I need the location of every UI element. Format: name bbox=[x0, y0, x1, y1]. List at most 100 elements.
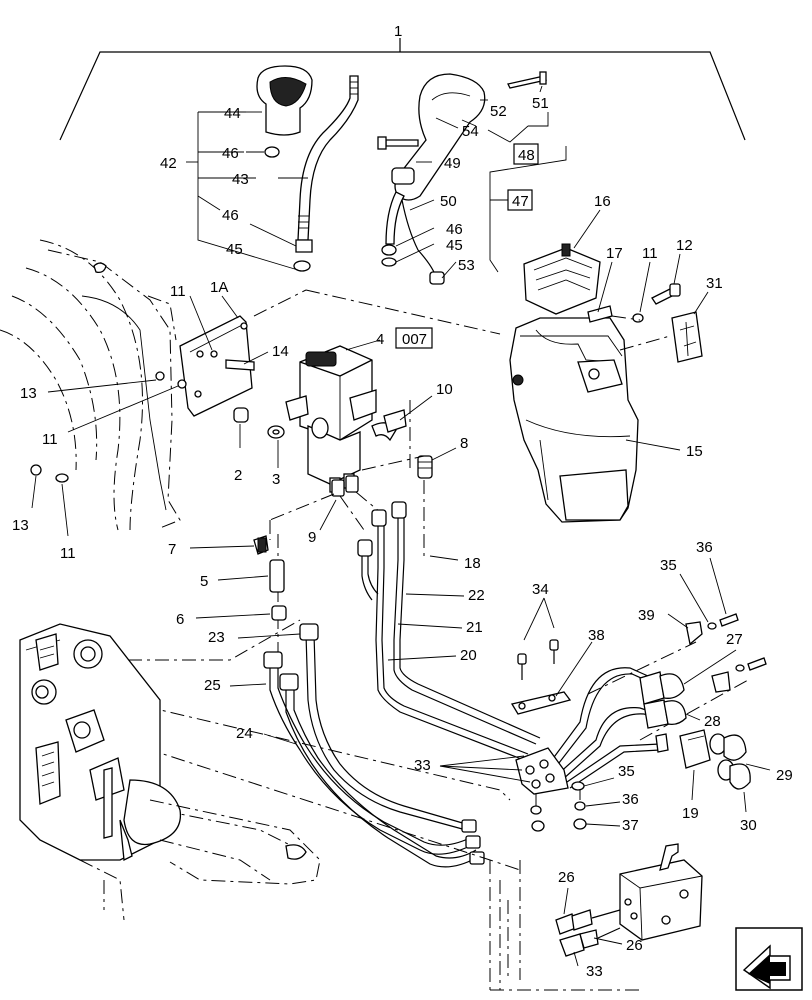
callout-27[interactable]: 27 bbox=[726, 631, 743, 648]
hydraulic-lines bbox=[263, 501, 661, 868]
callout-6[interactable]: 6 bbox=[176, 611, 184, 628]
callout-4[interactable]: 4 bbox=[376, 331, 384, 348]
callout-38[interactable]: 38 bbox=[588, 627, 605, 644]
callout-34[interactable]: 34 bbox=[532, 581, 549, 598]
control-valve-4 bbox=[285, 345, 377, 493]
callout-30[interactable]: 30 bbox=[740, 817, 757, 834]
adapter-9 bbox=[331, 475, 359, 497]
bolt-51 bbox=[507, 71, 547, 89]
cap-30 bbox=[717, 759, 751, 790]
boot-16 bbox=[523, 243, 601, 315]
callout-13b[interactable]: 13 bbox=[12, 517, 29, 534]
callout-45b[interactable]: 45 bbox=[446, 237, 463, 254]
leader-lines-hoses bbox=[229, 555, 531, 783]
dash-clamp bbox=[587, 641, 697, 695]
callout-5[interactable]: 5 bbox=[200, 573, 208, 590]
spacer-2 bbox=[233, 407, 249, 423]
callout-18[interactable]: 18 bbox=[464, 555, 481, 572]
callout-19[interactable]: 19 bbox=[682, 805, 699, 822]
callout-36a[interactable]: 36 bbox=[696, 539, 713, 556]
callout-1[interactable]: 1 bbox=[394, 23, 402, 40]
callout-53[interactable]: 53 bbox=[458, 257, 475, 274]
fitting-5 bbox=[269, 559, 285, 593]
callout-43[interactable]: 43 bbox=[232, 171, 249, 188]
ref-box-007[interactable] bbox=[395, 327, 433, 349]
shift-knob-44 bbox=[256, 65, 313, 158]
callout-9[interactable]: 9 bbox=[308, 529, 316, 546]
callout-1A[interactable]: 1A bbox=[210, 279, 228, 296]
next-arrow-icon[interactable] bbox=[735, 927, 803, 991]
bulkhead-bracket-33 bbox=[515, 747, 569, 795]
callout-35a[interactable]: 35 bbox=[660, 557, 677, 574]
callout-15[interactable]: 15 bbox=[686, 443, 703, 460]
callout-28[interactable]: 28 bbox=[704, 713, 721, 730]
callout-3[interactable]: 3 bbox=[272, 471, 280, 488]
leader-13b bbox=[31, 475, 37, 509]
callout-44[interactable]: 44 bbox=[224, 105, 241, 122]
callout-33b[interactable]: 33 bbox=[586, 963, 603, 980]
callout-11b[interactable]: 11 bbox=[42, 431, 58, 448]
callout-29[interactable]: 29 bbox=[776, 767, 793, 784]
callout-51[interactable]: 51 bbox=[532, 95, 549, 112]
fittings-26-33 bbox=[555, 909, 621, 957]
valve-block bbox=[619, 843, 703, 941]
callout-10[interactable]: 10 bbox=[436, 381, 453, 398]
leader-35a bbox=[679, 573, 709, 623]
callout-25[interactable]: 25 bbox=[204, 677, 221, 694]
callout-36b[interactable]: 36 bbox=[622, 791, 639, 808]
leader-7 bbox=[189, 545, 255, 549]
ref-47[interactable]: 47 bbox=[512, 193, 529, 210]
leader-lines-42 bbox=[186, 111, 308, 271]
leader-5 bbox=[217, 575, 269, 581]
cap-29 bbox=[709, 733, 747, 761]
callout-26b[interactable]: 26 bbox=[626, 937, 643, 954]
callout-23[interactable]: 23 bbox=[208, 629, 225, 646]
callout-12[interactable]: 12 bbox=[676, 237, 693, 254]
callout-20[interactable]: 20 bbox=[460, 647, 477, 664]
callout-35b[interactable]: 35 bbox=[618, 763, 635, 780]
ref-48[interactable]: 48 bbox=[518, 147, 535, 164]
callout-46b[interactable]: 46 bbox=[222, 207, 239, 224]
dash-clamp-2 bbox=[639, 679, 749, 741]
callout-52[interactable]: 52 bbox=[490, 103, 507, 120]
nut-13 bbox=[30, 464, 42, 476]
callout-16[interactable]: 16 bbox=[594, 193, 611, 210]
leader-26b bbox=[593, 937, 623, 945]
shift-lever-43 bbox=[293, 75, 359, 272]
leader-lines-34-38 bbox=[523, 597, 593, 697]
bracket-1A bbox=[155, 315, 255, 417]
callout-21[interactable]: 21 bbox=[466, 619, 483, 636]
callout-42[interactable]: 42 bbox=[160, 155, 177, 172]
leader-lines-bracket bbox=[47, 289, 501, 468]
leader-lines-47-54 bbox=[395, 85, 567, 279]
leader-9 bbox=[319, 499, 337, 531]
callout-31[interactable]: 31 bbox=[706, 275, 723, 292]
callout-2[interactable]: 2 bbox=[234, 467, 242, 484]
leader-33b bbox=[573, 951, 579, 967]
callout-7[interactable]: 7 bbox=[168, 541, 176, 558]
callout-11d[interactable]: 11 bbox=[642, 245, 658, 262]
callout-54[interactable]: 54 bbox=[462, 123, 479, 140]
callout-46c[interactable]: 46 bbox=[446, 221, 463, 238]
callout-17[interactable]: 17 bbox=[606, 245, 623, 262]
callout-22[interactable]: 22 bbox=[468, 587, 485, 604]
callout-11a[interactable]: 11 bbox=[170, 283, 186, 300]
ref-box-48[interactable] bbox=[513, 143, 539, 165]
callout-26a[interactable]: 26 bbox=[558, 869, 575, 886]
callout-45a[interactable]: 45 bbox=[226, 241, 243, 258]
callout-13a[interactable]: 13 bbox=[20, 385, 37, 402]
plate-38 bbox=[510, 691, 572, 715]
callout-33a[interactable]: 33 bbox=[414, 757, 431, 774]
callout-37[interactable]: 37 bbox=[622, 817, 639, 834]
ref-box-47[interactable] bbox=[507, 189, 533, 211]
callout-39[interactable]: 39 bbox=[638, 607, 655, 624]
callout-24[interactable]: 24 bbox=[236, 725, 253, 742]
callout-14[interactable]: 14 bbox=[272, 343, 289, 360]
callout-46a[interactable]: 46 bbox=[222, 145, 239, 162]
callout-8[interactable]: 8 bbox=[460, 435, 468, 452]
elbow-10 bbox=[371, 409, 407, 442]
callout-11c[interactable]: 11 bbox=[60, 545, 76, 562]
callout-49[interactable]: 49 bbox=[444, 155, 461, 172]
ref-007[interactable]: 007 bbox=[402, 331, 427, 348]
callout-50[interactable]: 50 bbox=[440, 193, 457, 210]
